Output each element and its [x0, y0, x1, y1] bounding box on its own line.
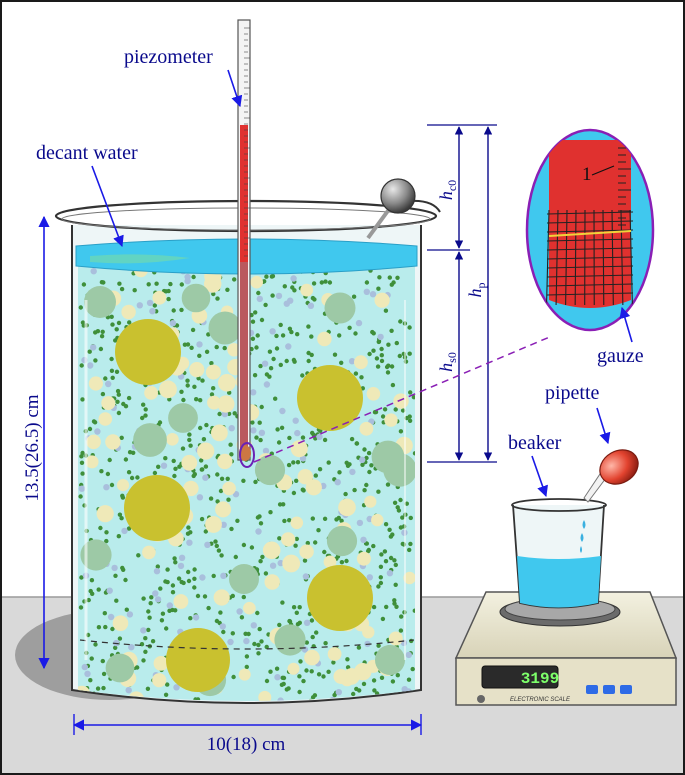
h-s0-label: hs0: [436, 352, 459, 372]
scale-brand: ELECTRONIC SCALE: [510, 697, 571, 703]
gauze-arrow: [619, 306, 633, 343]
gauze-label: gauze: [597, 345, 644, 367]
small-beaker: [511, 498, 607, 609]
height-dimension-label: 13.5(26.5) cm: [22, 394, 43, 501]
scale-display: [481, 665, 559, 689]
gauze-inset: 1: [525, 128, 655, 332]
piezometer-label: piezometer: [124, 46, 213, 68]
piezometer-red-column: [240, 125, 248, 455]
height-dimension: 13.5(26.5) cm: [22, 215, 50, 670]
scale-button-2[interactable]: [603, 685, 615, 694]
inset-leader-line: [253, 335, 553, 463]
inset-mark-label: 1: [582, 164, 592, 185]
pipette-arrow: [596, 407, 611, 445]
sediment-particles: [78, 256, 415, 701]
large-beaker: [54, 199, 441, 704]
piezometer-arrow: [227, 69, 243, 108]
decant-water-label: decant water: [36, 142, 138, 164]
scale-button-3[interactable]: [620, 685, 632, 694]
h-p-label: hp: [465, 283, 488, 298]
width-dimension: 10(18) cm: [72, 714, 423, 755]
scale-button-1[interactable]: [586, 685, 598, 694]
beaker-arrow: [531, 455, 548, 498]
decant-water-arrow: [91, 165, 124, 248]
electronic-scale: 3199 ELECTRONIC SCALE: [454, 591, 678, 706]
h-c0-label: hc0: [436, 180, 459, 200]
pipette: [580, 449, 639, 553]
gauze-mesh: [545, 209, 634, 306]
rubber-ball: [366, 178, 416, 240]
gauze-tip-marker: [239, 442, 255, 468]
width-dimension-label: 10(18) cm: [207, 734, 286, 755]
head-dimensions: hc0 hs0 hp: [427, 124, 497, 463]
pipette-label: pipette: [545, 382, 600, 404]
piezometer-tube: [237, 19, 255, 468]
beaker-label: beaker: [508, 432, 562, 454]
scale-reading: 3199: [521, 670, 559, 688]
